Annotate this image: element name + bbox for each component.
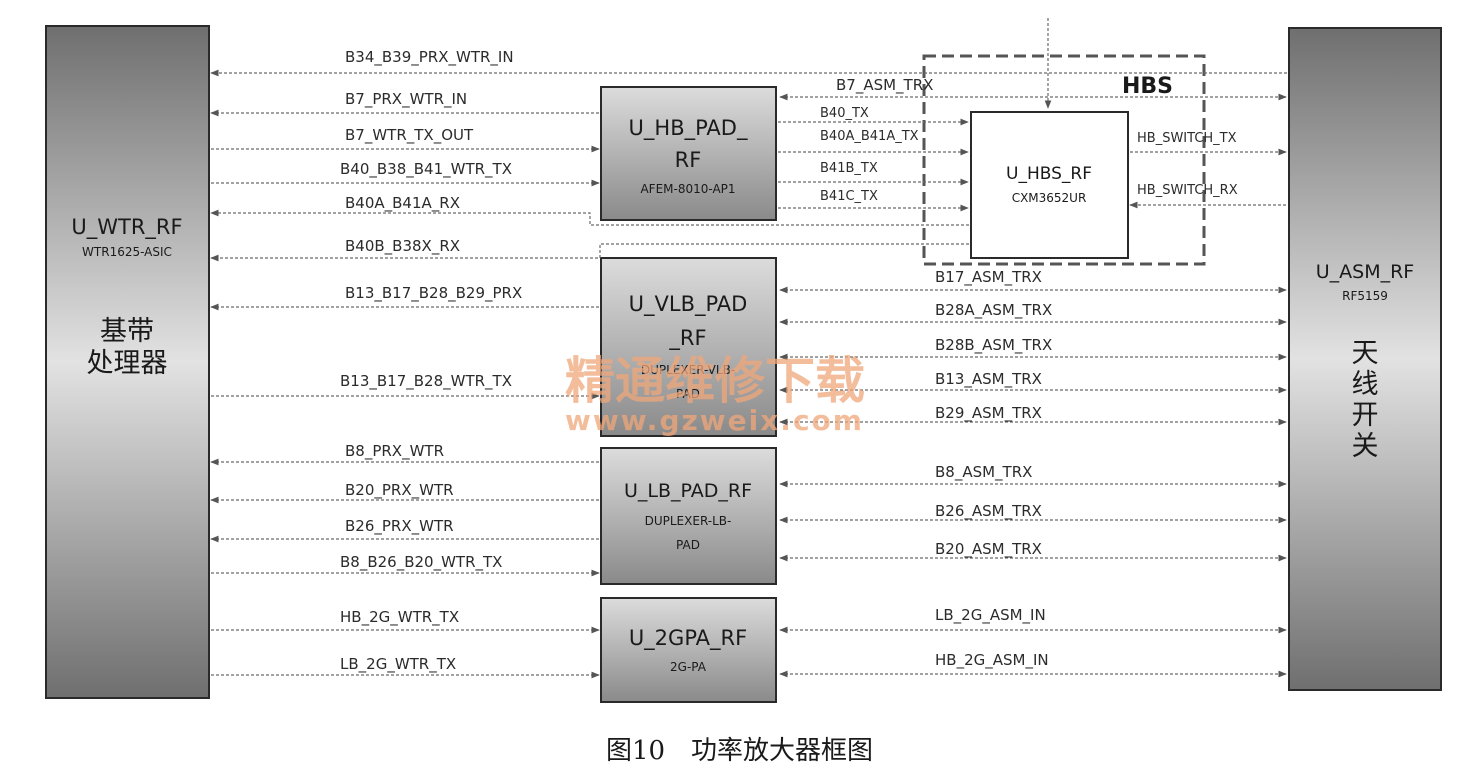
lb-pad-name: U_LB_PAD_RF (624, 480, 752, 502)
signal-label: B28A_ASM_TRX (935, 301, 1052, 320)
signal-label: B40A_B41A_TX (820, 129, 919, 144)
signal-label: B20_PRX_WTR (345, 481, 454, 500)
lb-pad-part-line1: DUPLEXER-LB- (645, 514, 732, 528)
asm-cn-char-4: 关 (1352, 431, 1379, 462)
block-diagram: U_WTR_RF WTR1625-ASIC 基带 处理器 U_ASM_RF RF… (45, 18, 1442, 703)
watermark-url: www.gzweix.com (565, 404, 864, 437)
signal-label: B8_B26_B20_WTR_TX (340, 553, 502, 572)
gpa-part: 2G-PA (670, 660, 707, 674)
vlb-pad-name-line1: U_VLB_PAD (629, 292, 748, 317)
signal-label: B7_ASM_TRX (836, 76, 933, 95)
signal-label: B41B_TX (820, 161, 878, 176)
signal-label: B34_B39_PRX_WTR_IN (345, 48, 514, 67)
signal-label: B17_ASM_TRX (935, 268, 1042, 287)
signal-label: B7_PRX_WTR_IN (345, 90, 467, 109)
signal-label: HB_2G_WTR_TX (340, 608, 459, 627)
signal-label: HB_2G_ASM_IN (935, 651, 1049, 670)
vlb-pad-name-line2: _RF (668, 326, 706, 351)
hbs-to-asm-signals: HB_SWITCH_TX HB_SWITCH_RX (1129, 131, 1287, 209)
signal-label: B8_PRX_WTR (345, 442, 444, 461)
vlb-pad-part-line2: PAD (676, 387, 700, 401)
asm-cn-char-1: 天 (1352, 338, 1379, 369)
right-signals: B7_ASM_TRX B17_ASM_TRX B28A_ASM_TRX B28B… (779, 76, 1287, 678)
hbs-rf-name: U_HBS_RF (1006, 164, 1092, 184)
wtr-cn-line2: 处理器 (87, 348, 168, 379)
signal-label: B40_TX (820, 106, 869, 121)
signal-label: B13_ASM_TRX (935, 370, 1042, 389)
vlb-pad-block: U_VLB_PAD _RF DUPLEXER-VLB- PAD (600, 257, 777, 437)
hb-pad-name-line1: U_HB_PAD_ (629, 116, 748, 141)
signal-label: HB_SWITCH_RX (1137, 183, 1238, 198)
gpa-block: U_2GPA_RF 2G-PA (600, 597, 777, 703)
wtr-part: WTR1625-ASIC (82, 245, 172, 259)
signal-label: B28B_ASM_TRX (935, 336, 1052, 355)
signal-label: B8_ASM_TRX (935, 463, 1032, 482)
lb-pad-block: U_LB_PAD_RF DUPLEXER-LB- PAD (600, 447, 777, 585)
signal-label: B13_B17_B28_B29_PRX (345, 284, 522, 303)
vlb-pad-part-line1: DUPLEXER-VLB- (641, 363, 735, 377)
wtr-cn-line1: 基带 (100, 316, 154, 347)
hbs-rf-block: U_HBS_RF CXM3652UR (970, 111, 1129, 259)
asm-cn-char-2: 线 (1352, 369, 1379, 400)
signal-label: B20_ASM_TRX (935, 540, 1042, 559)
wtr-block: U_WTR_RF WTR1625-ASIC 基带 处理器 (45, 25, 210, 699)
hb-pad-block: U_HB_PAD_ RF AFEM-8010-AP1 (600, 86, 777, 221)
left-signals: B34_B39_PRX_WTR_IN B7_PRX_WTR_IN B7_WTR_… (210, 48, 1287, 679)
asm-block: U_ASM_RF RF5159 天 线 开 关 (1288, 27, 1442, 691)
signal-label: B26_PRX_WTR (345, 517, 454, 536)
signal-label: LB_2G_WTR_TX (340, 655, 456, 674)
signal-label: B40_B38_B41_WTR_TX (340, 160, 512, 179)
hb-pad-name-line2: RF (675, 148, 702, 172)
hbs-group-label: HBS (1122, 74, 1173, 99)
watermark: 精通维修下载 www.gzweix.com (565, 351, 865, 437)
signal-label: LB_2G_ASM_IN (935, 606, 1046, 625)
asm-cn-char-3: 开 (1352, 400, 1379, 431)
asm-name: U_ASM_RF (1316, 261, 1415, 283)
signal-label: B26_ASM_TRX (935, 502, 1042, 521)
signal-label: B29_ASM_TRX (935, 404, 1042, 423)
signal-label: B7_WTR_TX_OUT (345, 126, 474, 145)
gpa-name: U_2GPA_RF (629, 626, 747, 651)
wtr-name: U_WTR_RF (71, 215, 182, 240)
lb-pad-part-line2: PAD (676, 538, 700, 552)
asm-part: RF5159 (1342, 289, 1388, 303)
signal-label: B41C_TX (820, 189, 878, 204)
watermark-cn: 精通维修下载 (565, 351, 865, 410)
signal-label: HB_SWITCH_TX (1137, 131, 1237, 146)
figure-caption: 图10 功率放大器框图 (605, 736, 874, 766)
hb-to-hbs-signals: B40_TX B40A_B41A_TX B41B_TX B41C_TX (778, 106, 969, 212)
hbs-rf-part: CXM3652UR (1012, 191, 1087, 205)
signal-label: B40B_B38X_RX (345, 237, 460, 256)
signal-label: B13_B17_B28_WTR_TX (340, 372, 512, 391)
signal-label: B40A_B41A_RX (345, 194, 460, 213)
hb-pad-part: AFEM-8010-AP1 (640, 182, 735, 196)
